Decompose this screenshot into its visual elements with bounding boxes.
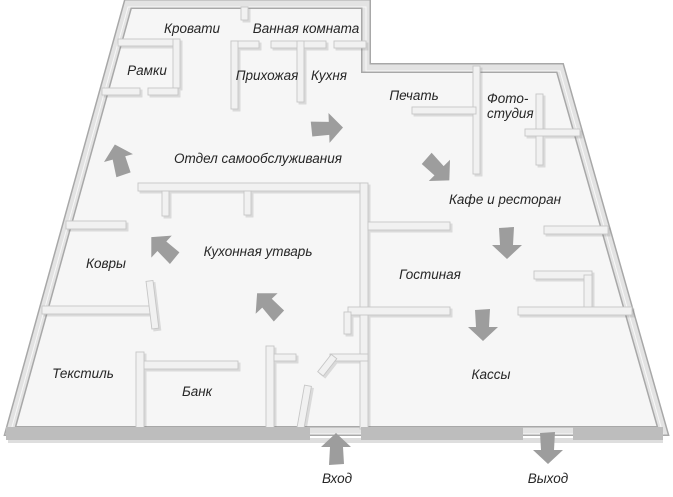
- wall-print-bottom: [411, 106, 477, 115]
- wall-bank-top: [135, 360, 239, 370]
- wall-checkout-left-stub: [343, 311, 352, 335]
- room-label-checkout: Кассы: [472, 367, 511, 382]
- wall-checkout-right: [517, 306, 633, 316]
- room-label-printing: Печать: [389, 88, 438, 103]
- exit-label: Выход: [528, 471, 569, 486]
- room-label-kitchen: Кухня: [311, 68, 347, 83]
- bottom-wall-segment-middle: [361, 427, 523, 440]
- wall-hallway-left: [230, 40, 239, 110]
- interior-walls: [41, 6, 633, 430]
- room-label-photo-studio-line2: студия: [487, 106, 534, 121]
- wall-print-right: [472, 65, 481, 175]
- wall-central-vertical: [359, 182, 369, 430]
- wall-carpets-door-leaf: [145, 280, 160, 330]
- bottom-wall-segment-right: [573, 427, 663, 440]
- wall-frames-bottom-right: [147, 87, 179, 96]
- room-label-bathroom: Ванная комната: [253, 21, 360, 36]
- wall-frames-bottom-left: [101, 87, 141, 96]
- wall-checkout-left: [347, 306, 451, 316]
- room-label-photo-studio-line1: Фото-: [487, 91, 529, 106]
- arrow-entrance-up: [321, 433, 351, 465]
- room-label-hallway: Прихожая: [236, 68, 299, 83]
- arrow-exit-down: [533, 432, 563, 464]
- wall-living-top: [367, 221, 451, 231]
- wall-entry-gate-leaf: [317, 353, 338, 377]
- wall-photo-horizontal: [524, 128, 581, 137]
- room-label-bank: Банк: [182, 384, 213, 399]
- room-label-textiles: Текстиль: [52, 366, 114, 381]
- wall-self-service-stub-1: [161, 190, 170, 217]
- wall-self-service: [137, 182, 367, 192]
- room-label-frames: Рамки: [127, 63, 167, 78]
- entrance-label: Вход: [322, 471, 353, 486]
- wall-beds-bathroom-divider: [240, 6, 249, 21]
- room-label-self-service: Отдел самообслуживания: [174, 151, 342, 166]
- wall-frames-top: [117, 38, 181, 47]
- wall-entry-corridor-stub: [273, 353, 297, 362]
- wall-bathroom-bottom-3: [333, 40, 367, 49]
- wall-hallway-kitchen-divider: [296, 40, 305, 103]
- wall-frames-right: [172, 38, 181, 89]
- wall-living-right-horizontal: [533, 270, 593, 280]
- bottom-wall-segment-left: [6, 427, 310, 440]
- wall-carpets-top: [65, 220, 127, 230]
- room-label-kitchenware: Кухонная утварь: [204, 244, 313, 259]
- room-label-living-room: Гостиная: [399, 267, 461, 282]
- wall-self-service-stub-2: [243, 190, 252, 216]
- room-labels: Кровати Ванная комната Рамки Прихожая Ку…: [52, 21, 569, 486]
- room-label-cafe: Кафе и ресторан: [449, 192, 562, 207]
- room-label-carpets: Ковры: [86, 256, 126, 271]
- wall-entry-corridor-left: [265, 345, 275, 429]
- wall-cafe-right: [543, 225, 609, 235]
- room-label-beds: Кровати: [164, 21, 220, 36]
- wall-bank-left: [135, 351, 145, 430]
- wall-textiles-top: [41, 305, 151, 315]
